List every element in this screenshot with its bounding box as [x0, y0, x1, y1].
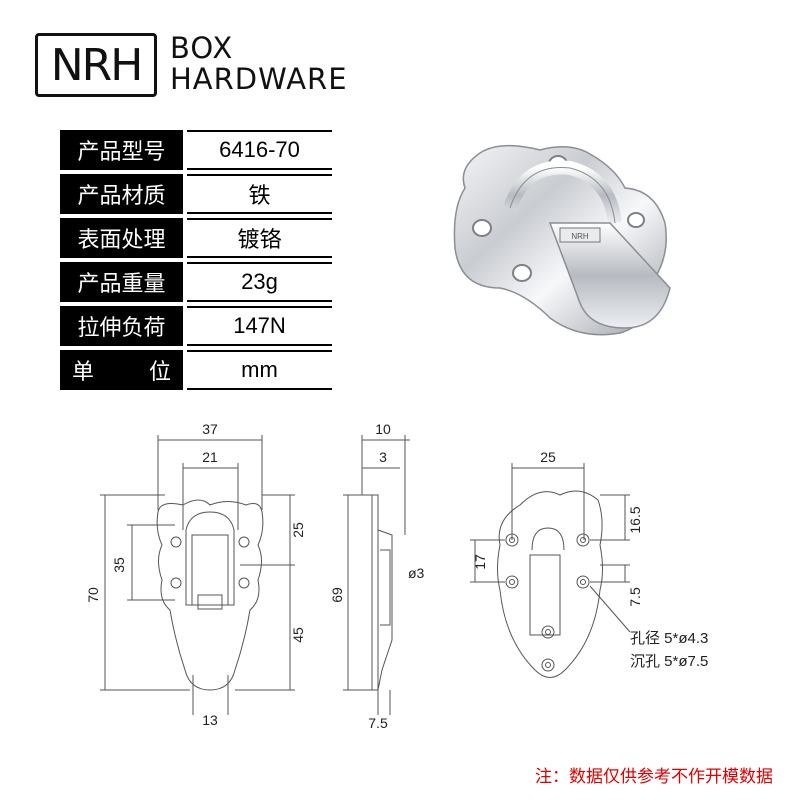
brand-logo: NRH [35, 33, 157, 97]
dim-front-inner-width: 21 [202, 449, 218, 465]
hole-note-counterbore: 沉孔 5*ø7.5 [630, 653, 709, 670]
dim-back-top: 16.5 [627, 506, 643, 533]
disclaimer-note: 注：数据仅供参考不作开模数据 [535, 767, 773, 786]
spec-table: 产品型号 6416-70 产品材质 铁 表面处理 镀铬 产品重量 23g 拉伸负… [60, 130, 332, 394]
spec-value: 6416-70 [187, 130, 332, 170]
brand-name-line2: HARDWARE [170, 62, 348, 96]
dim-side-height: 69 [329, 587, 345, 603]
spec-value: 147N [187, 306, 332, 346]
spec-row: 产品型号 6416-70 [60, 130, 332, 170]
dim-side-bottom: 7.5 [368, 715, 388, 730]
spec-row: 产品重量 23g [60, 262, 332, 302]
product-photo: NRH [453, 144, 671, 336]
dim-back-width: 25 [540, 449, 556, 465]
dim-front-lower: 45 [290, 627, 306, 643]
spec-row: 表面处理 镀铬 [60, 218, 332, 258]
spec-key: 单 位 [60, 350, 183, 390]
brand-logo-text: NRH [50, 39, 144, 91]
spec-key: 产品重量 [60, 262, 183, 302]
spec-key: 产品型号 [60, 130, 183, 170]
dim-front-upper: 25 [290, 522, 306, 538]
spec-key-part: 位 [148, 359, 171, 384]
brand-name: BOX HARDWARE [170, 33, 348, 95]
dim-front-bottom: 13 [202, 712, 218, 728]
spec-row: 拉伸负荷 147N [60, 306, 332, 346]
spec-value: 23g [187, 262, 332, 302]
dim-side-pin: ø3 [408, 565, 425, 581]
dim-front-width: 37 [202, 421, 218, 437]
dim-side-plate: 3 [379, 449, 387, 465]
technical-drawing: 37 21 70 35 25 45 13 10 3 69 ø3 7.5 25 1… [85, 421, 643, 730]
spec-key-part: 单 [72, 359, 95, 384]
dim-front-hole-span: 35 [111, 557, 127, 573]
hole-note-diameter: 孔径 5*ø4.3 [630, 630, 709, 647]
dim-back-right: 7.5 [627, 587, 643, 607]
dim-front-height: 70 [85, 587, 101, 603]
spec-value: mm [187, 350, 332, 390]
spec-row: 单 位 mm [60, 350, 332, 390]
spec-value: 铁 [187, 174, 332, 214]
spec-key: 表面处理 [60, 218, 183, 258]
spec-value: 镀铬 [187, 218, 332, 258]
dim-side-depth: 10 [375, 421, 391, 437]
spec-key: 产品材质 [60, 174, 183, 214]
spec-row: 产品材质 铁 [60, 174, 332, 214]
brand-name-line1: BOX [170, 31, 234, 65]
dim-back-left: 17 [472, 554, 488, 570]
spec-key: 拉伸负荷 [60, 306, 183, 346]
svg-text:NRH: NRH [571, 232, 589, 241]
